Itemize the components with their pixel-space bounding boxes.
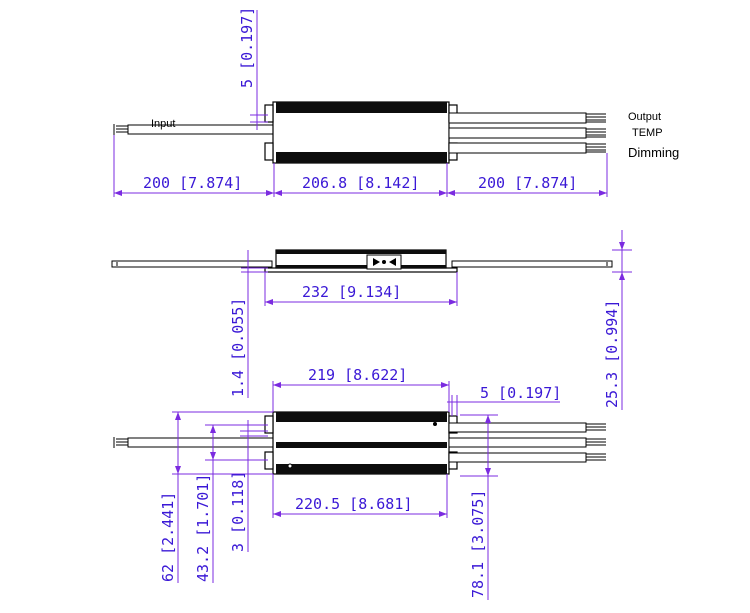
dim-body-length-bottom: 220.5 [8.681] (295, 495, 412, 513)
dim-right-wire: 200 [7.874] (478, 174, 577, 192)
dim-slot-spacing: 43.2 [1.701] (194, 474, 212, 582)
dim-mount-pitch: 219 [8.622] (308, 366, 407, 384)
temp-label: TEMP (632, 127, 663, 139)
dim-flange-thickness: 1.4 [0.055] (229, 298, 247, 397)
dim-wire-span: 78.1 [3.075] (469, 490, 487, 598)
dim-total-length: 232 [9.134] (302, 283, 401, 301)
dim-hole-size: 3 [0.118] (229, 471, 247, 552)
dim-slot-width: 5 [0.197] (480, 384, 561, 402)
dimming-label: Dimming (628, 145, 679, 160)
side-view: 232 [9.134] 1.4 [0.055] 25.3 [0.994] (111, 230, 632, 410)
dim-left-wire: 200 [7.874] (143, 174, 242, 192)
input-label: Input (151, 118, 175, 130)
top-view: Input Output TEMP Dimming 5 [0.197] 200 … (113, 7, 679, 197)
dim-total-height: 25.3 [0.994] (603, 300, 621, 408)
bottom-view: 219 [8.622] 5 [0.197] 220.5 [8.681] 62 [… (113, 366, 606, 600)
dim-tab-height: 5 [0.197] (238, 7, 256, 88)
output-label: Output (628, 111, 661, 123)
dim-body-width: 62 [2.441] (159, 492, 177, 582)
dim-body-length-top: 206.8 [8.142] (302, 174, 419, 192)
